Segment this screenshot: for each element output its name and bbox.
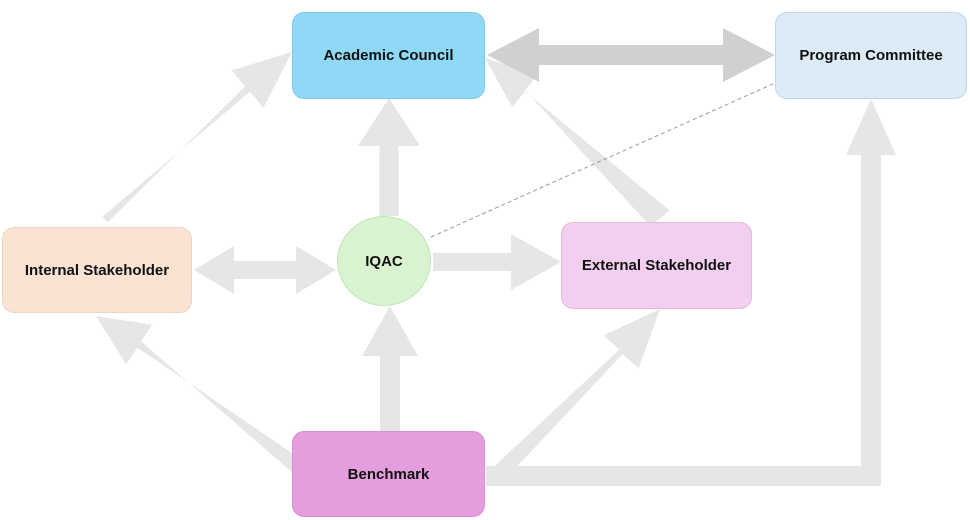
node-program-committee[interactable]: Program Committee xyxy=(775,12,967,99)
node-benchmark[interactable]: Benchmark xyxy=(292,431,485,517)
arrow-benchmark-to-internal xyxy=(96,316,303,482)
arrow-benchmark-to-program-committee xyxy=(486,99,896,486)
node-academic-council[interactable]: Academic Council xyxy=(292,12,485,99)
arrow-iqac-to-academic xyxy=(358,98,420,216)
arrow-external-to-academic xyxy=(485,58,670,227)
arrow-benchmark-to-iqac xyxy=(362,306,418,431)
arrow-internal-iqac xyxy=(194,246,336,294)
arrow-benchmark-to-external xyxy=(486,309,660,487)
node-label: Academic Council xyxy=(323,47,454,64)
node-label: IQAC xyxy=(365,252,403,270)
node-internal-stakeholder[interactable]: Internal Stakeholder xyxy=(2,227,192,313)
node-label: Benchmark xyxy=(347,465,430,483)
node-external-stakeholder[interactable]: External Stakeholder xyxy=(561,222,752,309)
arrow-internal-to-academic xyxy=(102,52,292,223)
arrow-academic-program-committee[interactable] xyxy=(487,28,775,82)
arrow-iqac-to-external xyxy=(433,234,561,290)
node-label: Program Committee xyxy=(799,47,943,64)
node-label: External Stakeholder xyxy=(581,257,732,274)
node-iqac[interactable]: IQAC xyxy=(337,216,431,306)
node-label: Internal Stakeholder xyxy=(24,261,170,279)
